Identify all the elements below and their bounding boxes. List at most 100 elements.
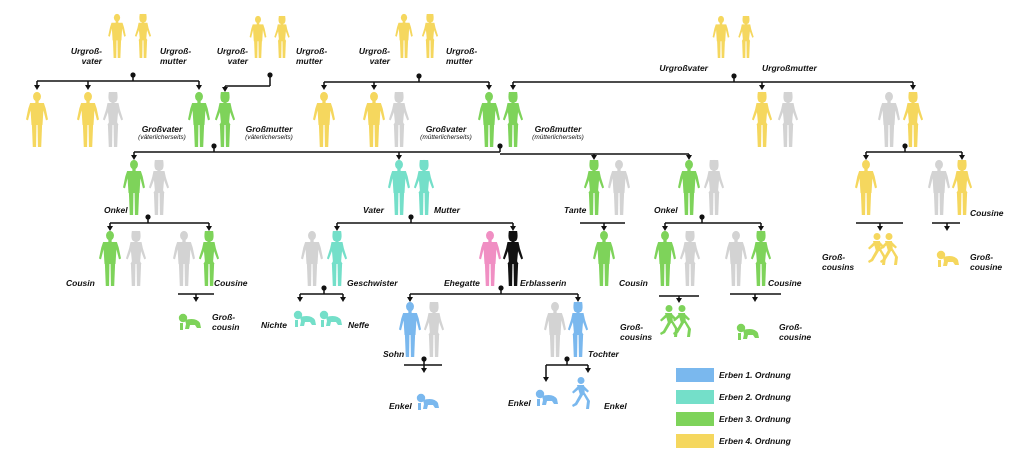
arrow-head <box>686 155 692 160</box>
label-maternal-side: (mütterlicherseits) <box>532 134 584 142</box>
legend-label: Erben 2. Ordnung <box>719 392 791 402</box>
male-figure-icon <box>313 91 335 147</box>
label-urgrossmutter-4: Urgroßmutter <box>762 63 817 73</box>
male-figure-icon <box>301 230 323 286</box>
female-figure-icon <box>388 91 410 147</box>
label-neffe: Neffe <box>348 320 370 330</box>
arrow-head <box>585 368 591 373</box>
arrow-head <box>321 85 327 90</box>
male-figure-icon <box>479 230 501 286</box>
label-grossvater-maternal: Großvater(mütterlicherseits) <box>412 124 480 142</box>
arrow-head <box>601 226 607 231</box>
female-figure-icon <box>102 91 124 147</box>
label-onkel-maternal: Onkel <box>654 205 678 215</box>
running-child-icon <box>572 377 590 409</box>
male-figure-icon <box>123 159 145 215</box>
label-grosscousins-2: Groß- cousins <box>620 322 653 343</box>
label-tochter: Tochter <box>588 349 619 359</box>
arrow-head <box>85 85 91 90</box>
label-grosscousine-2: Groß- cousine <box>779 322 812 343</box>
female-figure-icon <box>198 230 220 286</box>
label-vater: Vater <box>363 205 384 215</box>
arrow-head <box>662 226 668 231</box>
female-figure-icon <box>750 230 772 286</box>
arrow-head <box>407 297 413 302</box>
arrow-head <box>543 377 549 382</box>
male-figure-icon <box>593 230 615 286</box>
arrow-head <box>371 85 377 90</box>
female-figure-icon <box>421 13 439 58</box>
baby-crawling-icon <box>319 310 342 327</box>
male-figure-icon <box>608 159 630 215</box>
female-figure-icon <box>125 230 147 286</box>
arrow-head <box>206 226 212 231</box>
male-figure-icon <box>173 230 195 286</box>
arrow-head <box>863 155 869 160</box>
arrow-head <box>959 155 965 160</box>
female-figure-icon <box>777 91 799 147</box>
female-figure-icon <box>902 91 924 147</box>
male-figure-icon <box>108 13 126 58</box>
female-figure-icon <box>502 230 524 286</box>
male-figure-icon <box>855 159 877 215</box>
female-figure-icon <box>423 301 445 357</box>
male-figure-icon <box>654 230 676 286</box>
female-figure-icon <box>502 91 524 147</box>
running-child-icon <box>880 233 898 265</box>
arrow-head <box>877 226 883 231</box>
arrow-head <box>752 297 758 302</box>
male-figure-icon <box>878 91 900 147</box>
label-grossmutter-maternal: Großmutter(mütterlicherseits) <box>524 124 592 142</box>
legend-label: Erben 4. Ordnung <box>719 436 791 446</box>
legend-item-order-4: Erben 4. Ordnung <box>676 434 826 450</box>
female-figure-icon <box>679 230 701 286</box>
arrow-head <box>222 87 228 92</box>
label-urgrossmutter-3: Urgroß- mutter <box>446 46 478 67</box>
female-figure-icon <box>738 15 754 58</box>
label-mutter: Mutter <box>434 205 460 215</box>
arrow-head <box>34 85 40 90</box>
arrow-head <box>676 298 682 303</box>
arrow-head <box>131 155 137 160</box>
label-urgrossvater-4: Urgroßvater <box>659 63 708 73</box>
male-figure-icon <box>544 301 566 357</box>
label-enkel-3: Enkel <box>604 401 627 411</box>
female-figure-icon <box>274 15 290 58</box>
legend-label: Erben 3. Ordnung <box>719 414 791 424</box>
arrow-head <box>486 85 492 90</box>
label-onkel-paternal: Onkel <box>104 205 128 215</box>
arrow-head <box>575 297 581 302</box>
legend-swatch <box>676 434 714 448</box>
label-urgrossmutter-2: Urgroß- mutter <box>296 46 328 67</box>
label-cousin-1: Cousin <box>66 278 95 288</box>
male-figure-icon <box>678 159 700 215</box>
female-figure-icon <box>567 301 589 357</box>
arrow-head <box>340 297 346 302</box>
arrow-head <box>193 297 199 302</box>
male-figure-icon <box>399 301 421 357</box>
male-figure-icon <box>388 159 410 215</box>
legend-swatch <box>676 412 714 426</box>
label-ehegatte: Ehegatte <box>444 278 480 288</box>
male-figure-icon <box>478 91 500 147</box>
male-figure-icon <box>928 159 950 215</box>
female-figure-icon <box>751 91 773 147</box>
baby-crawling-icon <box>936 250 959 267</box>
arrow-head <box>297 297 303 302</box>
label-maternal-side: (mütterlicherseits) <box>420 134 472 142</box>
label-urgrossvater-1: Urgroß- vater <box>70 46 102 67</box>
arrow-head <box>910 85 916 90</box>
legend-item-order-2: Erben 2. Ordnung <box>676 390 826 406</box>
legend-item-order-1: Erben 1. Ordnung <box>676 368 826 384</box>
female-figure-icon <box>583 159 605 215</box>
female-figure-icon <box>214 91 236 147</box>
label-urgrossvater-3: Urgroß- vater <box>358 46 390 67</box>
label-paternal-side: (väterlicherseits) <box>138 134 186 142</box>
label-enkel-2: Enkel <box>508 398 531 408</box>
label-tante: Tante <box>564 205 587 215</box>
label-urgrossvater-2: Urgroß- vater <box>216 46 248 67</box>
male-figure-icon <box>725 230 747 286</box>
label-geschwister: Geschwister <box>347 278 398 288</box>
